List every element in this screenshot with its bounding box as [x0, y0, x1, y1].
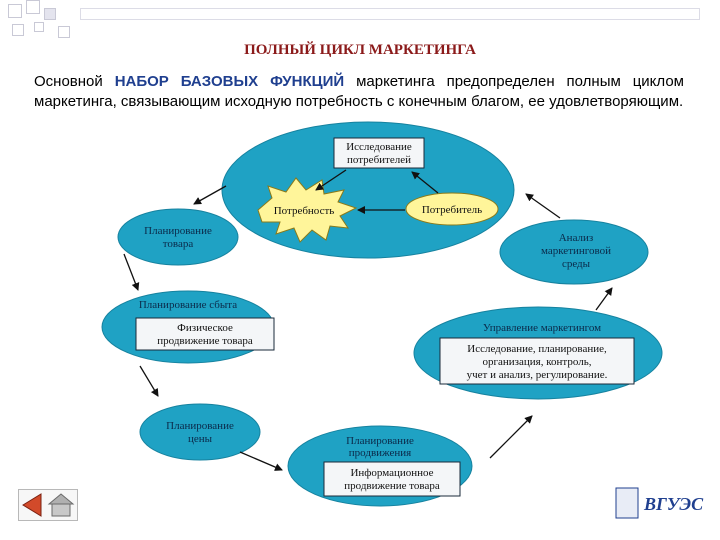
product-planning-ellipse — [117, 208, 239, 266]
center-cluster: Исследование потребителей Потребность По… — [221, 121, 515, 259]
arrow-management-to-environment — [595, 287, 613, 311]
promotion-planning-box-line2: продвижение товара — [344, 480, 440, 492]
product-planning-line1: Планирование — [144, 225, 212, 237]
arrow-product-to-sales — [123, 253, 140, 291]
intro-highlight: НАБОР БАЗОВЫХ ФУНКЦИЙ — [114, 73, 345, 90]
slide-title: ПОЛНЫЙ ЦИКЛ МАРКЕТИНГА — [244, 42, 476, 58]
promotion-planning-line2: продвижения — [349, 447, 411, 459]
sales-planning-box-line1: Физическое — [177, 322, 233, 334]
decor-square — [12, 24, 24, 36]
decor-square — [44, 8, 56, 20]
need-starburst — [257, 177, 358, 243]
arrow-price-to-promotion — [239, 451, 283, 471]
need-label: Потребность — [274, 205, 335, 217]
consumer-ellipse — [405, 192, 499, 226]
consumer-label: Потребитель — [422, 204, 482, 216]
price-planning-ellipse — [139, 403, 261, 461]
arrow-center-to-product — [193, 185, 227, 205]
environment-analysis-node: Анализ маркетинговой среды — [499, 219, 649, 285]
marketing-management-title: Управление маркетингом — [483, 322, 601, 334]
promotion-planning-line1: Планирование — [346, 435, 414, 447]
intro-text: Основной НАБОР БАЗОВЫХ ФУНКЦИЙ маркетинг… — [34, 72, 684, 112]
promotion-planning-node: Планирование продвижения Информационное … — [287, 425, 473, 507]
research-line2: потребителей — [347, 154, 411, 166]
home-icon[interactable] — [47, 493, 75, 517]
product-planning-node: Планирование товара — [117, 208, 239, 266]
logo-text: ВГУЭС — [643, 494, 704, 514]
sales-planning-node: Планирование сбыта Физическое продвижени… — [101, 290, 275, 364]
intro-before: Основной — [34, 73, 115, 90]
promotion-planning-box — [323, 461, 461, 497]
environment-analysis-line2: маркетинговой — [541, 245, 611, 257]
sales-planning-box-line2: продвижение товара — [157, 335, 253, 347]
marketing-management-box-line1: Исследование, планирование, — [467, 343, 607, 355]
environment-analysis-ellipse — [499, 219, 649, 285]
arrow-sales-to-price — [139, 365, 159, 397]
university-logo: ВГУЭС — [615, 487, 704, 519]
decor-square — [58, 26, 70, 38]
promotion-planning-box-line1: Информационное — [350, 467, 433, 479]
nav-icons — [22, 493, 75, 517]
header-decoration — [0, 0, 720, 46]
marketing-management-box-line3: учет и анализ, регулирование. — [467, 369, 608, 381]
arrow-consumer-to-research — [411, 171, 439, 194]
price-planning-line1: Планирование — [166, 420, 234, 432]
environment-analysis-line3: среды — [562, 258, 591, 270]
research-box — [333, 137, 425, 169]
marketing-management-node: Управление маркетингом Исследование, пла… — [413, 306, 663, 400]
environment-analysis-line1: Анализ — [559, 232, 594, 244]
slide-navigation — [18, 489, 78, 521]
back-arrow-icon[interactable] — [22, 493, 42, 517]
decor-square — [26, 0, 40, 14]
arrow-research-to-need — [315, 169, 347, 191]
product-planning-line2: товара — [163, 238, 194, 250]
price-planning-node: Планирование цены — [139, 403, 261, 461]
marketing-management-box — [439, 337, 635, 385]
logo-emblem — [615, 487, 639, 519]
marketing-management-box-line2: организация, контроль, — [483, 356, 592, 368]
arrow-environment-to-center — [525, 193, 561, 219]
intro-after: маркетинга предопределен полным циклом м… — [34, 73, 684, 110]
decor-square — [80, 8, 700, 20]
decor-square — [8, 4, 22, 18]
arrow-promotion-to-management — [489, 415, 533, 459]
research-line1: Исследование — [346, 141, 412, 153]
sales-planning-box — [135, 317, 275, 351]
price-planning-line2: цены — [188, 433, 213, 445]
decor-square — [34, 22, 44, 32]
sales-planning-title: Планирование сбыта — [139, 299, 237, 311]
